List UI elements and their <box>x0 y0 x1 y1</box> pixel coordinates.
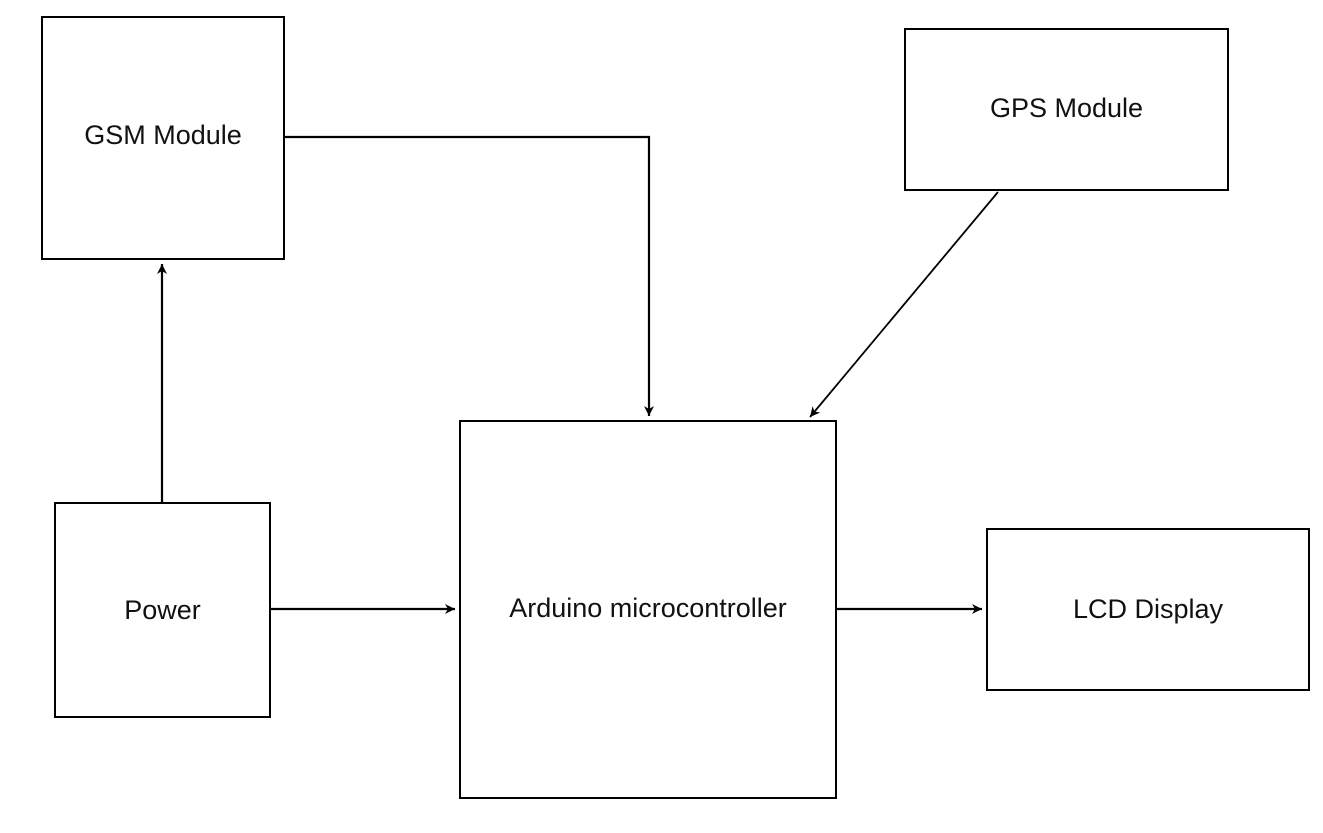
arduino-microcontroller-label: Arduino microcontroller <box>509 592 787 623</box>
gps-module-block: GPS Module <box>904 28 1229 191</box>
arrow-gps-to-arduino <box>809 191 999 418</box>
lcd-display-block: LCD Display <box>986 528 1310 691</box>
gsm-module-label: GSM Module <box>84 119 242 150</box>
power-label: Power <box>124 594 201 625</box>
power-block: Power <box>54 502 271 718</box>
arrow-gsm-to-arduino <box>285 135 654 416</box>
arduino-microcontroller-block: Arduino microcontroller <box>459 420 837 799</box>
lcd-display-label: LCD Display <box>1072 594 1224 625</box>
gps-module-label: GPS Module <box>989 92 1144 123</box>
gsm-module-block: GSM Module <box>41 16 285 260</box>
